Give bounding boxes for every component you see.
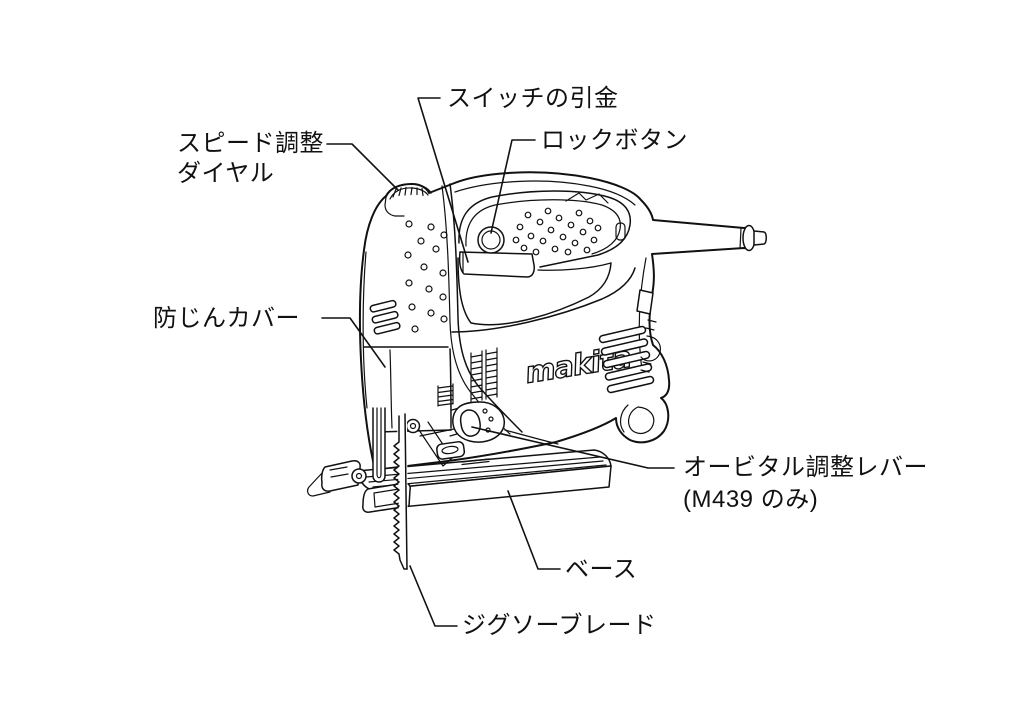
label-orbital-lever-line2: (M439 のみ) [683, 486, 819, 513]
label-blade: ジグソーブレード [462, 611, 657, 641]
vent-dots [404, 207, 602, 333]
label-lock-button-text: ロックボタン [541, 127, 688, 154]
blade-mechanism [405, 418, 466, 467]
jigsaw-blade [372, 407, 408, 570]
label-switch-trigger: スイッチの引金 [447, 84, 619, 114]
top-notch [565, 192, 609, 204]
rear-details [419, 289, 661, 445]
leader-speed-dial [326, 143, 399, 191]
label-orbital-lever: オービタル調整レバー (M439 のみ) [683, 452, 928, 516]
label-speed-dial: スピード調整 ダイヤル [177, 129, 324, 189]
label-lock-button: ロックボタン [541, 126, 688, 156]
leader-lines [321, 97, 675, 627]
label-switch-trigger-text: スイッチの引金 [447, 85, 619, 112]
base-plate [307, 449, 612, 513]
ladder-vents [437, 347, 498, 407]
side-vents-front [369, 299, 401, 335]
label-dust-cover: 防じんカバー [153, 304, 300, 334]
leader-switch-trigger [417, 97, 469, 263]
leader-blade [409, 565, 458, 627]
label-speed-dial-line2: ダイヤル [177, 160, 275, 187]
leader-dust-cover [321, 317, 386, 368]
leader-lock-button [490, 139, 536, 234]
side-vents-right [598, 325, 655, 394]
label-blade-text: ジグソーブレード [462, 612, 657, 639]
label-speed-dial-line1: スピード調整 [177, 130, 324, 157]
label-base-text: ベース [565, 556, 638, 583]
base-clamp-upper [320, 460, 361, 492]
lock-button [477, 226, 505, 254]
label-base: ベース [565, 555, 637, 585]
switch-trigger [458, 251, 535, 278]
label-dust-cover-text: 防じんカバー [153, 305, 300, 332]
hand-opening [457, 257, 612, 326]
leader-base [507, 490, 561, 570]
speed-dial [384, 183, 432, 217]
power-cord [739, 224, 767, 252]
label-orbital-lever-line1: オービタル調整レバー [683, 454, 928, 481]
leader-orbital-lever [471, 426, 675, 469]
rear-slot-detail [615, 222, 626, 241]
